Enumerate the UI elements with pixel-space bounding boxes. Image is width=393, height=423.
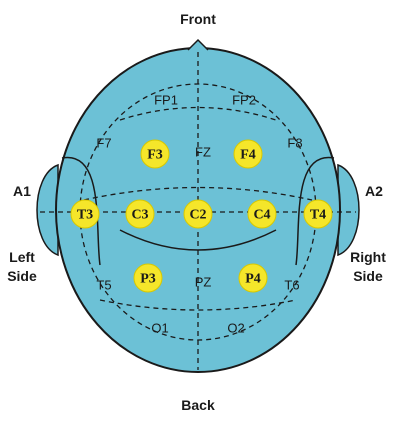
- electrodes: [70, 139, 333, 293]
- electrode-p4-dot: [238, 263, 268, 293]
- central-arc: [83, 186, 313, 201]
- electrode-f4-dot: [233, 139, 263, 169]
- electrode-c2-dot: [183, 199, 213, 229]
- electrode-c3-label: C3: [131, 208, 148, 223]
- site-o1-label: O1: [151, 321, 168, 336]
- left-temporal-curve: [61, 156, 101, 266]
- chin-curve: [119, 229, 277, 251]
- electrode-t4-label: T4: [310, 208, 326, 223]
- electrode-c4-dot: [247, 199, 277, 229]
- right-side-label-line1: Right: [350, 249, 386, 265]
- site-o2-label: O2: [227, 321, 244, 336]
- electrode-f4-label: F4: [240, 148, 256, 163]
- electrode-t3-label: T3: [77, 208, 93, 223]
- electrode-p3-label: P3: [140, 272, 156, 287]
- right-side-label-line2: Side: [353, 268, 383, 284]
- electrode-p4-label: P4: [245, 272, 261, 287]
- site-fp1-label: FP1: [154, 93, 178, 108]
- frontal-arc: [119, 106, 277, 121]
- right-ear: [337, 163, 360, 257]
- front-label: Front: [180, 11, 216, 27]
- left-side-label-line1: Left: [9, 249, 35, 265]
- electrode-f3-dot: [140, 139, 170, 169]
- electrode-f3-label: F3: [147, 148, 163, 163]
- electrode-p3-dot: [133, 263, 163, 293]
- temporal-curves: [61, 156, 335, 266]
- parietal-arc: [99, 299, 297, 311]
- back-label: Back: [181, 397, 215, 413]
- site-fz-label: FZ: [195, 145, 211, 160]
- electrode-t4-dot: [303, 199, 333, 229]
- electrode-c3-dot: [125, 199, 155, 229]
- site-f7-label: F7: [96, 136, 111, 151]
- a2-label: A2: [365, 183, 383, 199]
- site-fp2-label: FP2: [232, 93, 256, 108]
- electrode-c2-label: C2: [189, 208, 206, 223]
- nose: [187, 38, 209, 51]
- site-t5-label: T5: [96, 278, 111, 293]
- left-ear: [36, 163, 59, 257]
- electrode-t3-dot: [70, 199, 100, 229]
- site-t6-label: T6: [284, 278, 299, 293]
- site-pz-label: PZ: [195, 275, 212, 290]
- electrode-c4-label: C4: [253, 208, 270, 223]
- site-f8-label: F8: [287, 136, 302, 151]
- right-temporal-curve: [295, 156, 335, 266]
- a1-label: A1: [13, 183, 31, 199]
- left-side-label-line2: Side: [7, 268, 37, 284]
